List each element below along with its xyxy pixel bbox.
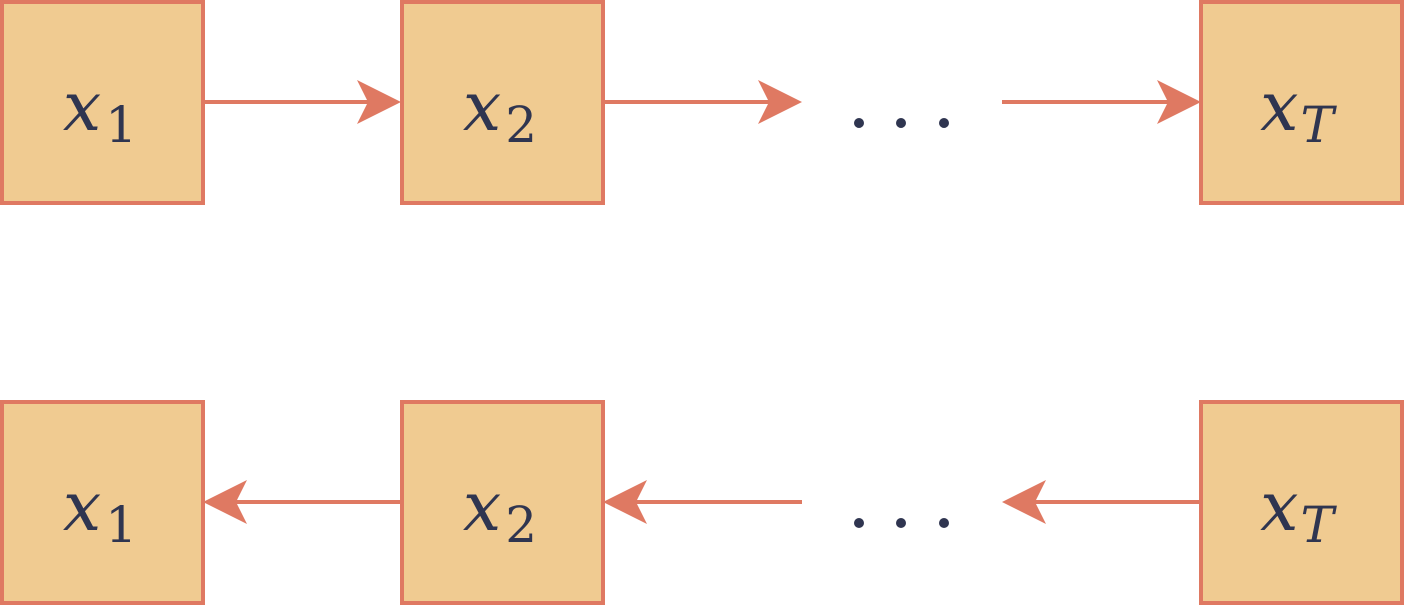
- top-node-x2-sub: 2: [505, 96, 537, 154]
- bottom-node-x1-box: [0, 400, 205, 605]
- bottom-node-x2-sub: 2: [505, 496, 537, 554]
- bottom-node-x1-var: x: [63, 468, 101, 547]
- top-node-x2-var: x: [463, 68, 501, 147]
- bottom-node-x1: x1: [0, 400, 205, 605]
- top-node-x2: x2: [400, 0, 605, 205]
- top-node-xT-var: x: [1260, 68, 1298, 147]
- bottom-arrow-ellipsis-to-2: [603, 480, 802, 524]
- top-node-xT-sub: T: [1301, 96, 1338, 154]
- bottom-arrow-2-to-1: [203, 480, 401, 524]
- bottom-ellipsis-dot-2: [896, 518, 906, 528]
- top-node-xT-label: xT: [1260, 68, 1337, 154]
- bottom-node-x2-label: x2: [463, 468, 537, 554]
- top-node-x2-box: [400, 0, 605, 205]
- top-node-x1-label: x1: [63, 68, 137, 154]
- top-node-x2-label: x2: [463, 68, 537, 154]
- bottom-node-x1-sub: 1: [105, 496, 137, 554]
- bottom-arrow-2-to-1-head: [203, 480, 247, 524]
- top-ellipsis-dot-3: [939, 118, 949, 128]
- bottom-node-x2-var: x: [463, 468, 501, 547]
- top-ellipsis-dot-1: [854, 118, 864, 128]
- top-arrow-1-to-2-head: [357, 80, 401, 124]
- bottom-ellipsis: [854, 518, 949, 528]
- top-arrow-ellipsis-to-T-head: [1157, 80, 1201, 124]
- bottom-arrow-T-to-ellipsis-head: [1002, 480, 1046, 524]
- top-node-x1-var: x: [63, 68, 101, 147]
- top-arrow-2-to-ellipsis-head: [758, 80, 802, 124]
- top-node-x1-box: [0, 0, 205, 205]
- top-ellipsis: [854, 118, 949, 128]
- top-ellipsis-dot-2: [896, 118, 906, 128]
- top-arrow-2-to-ellipsis: [603, 80, 802, 124]
- forward-chain: x1 x2: [0, 0, 1404, 205]
- bottom-arrow-T-to-ellipsis: [1002, 480, 1201, 524]
- bottom-arrow-ellipsis-to-2-head: [603, 480, 647, 524]
- backward-chain: x1 x2: [0, 400, 1404, 605]
- bottom-ellipsis-dot-1: [854, 518, 864, 528]
- top-node-xT: xT: [1199, 0, 1404, 205]
- bottom-node-x2-box: [400, 400, 605, 605]
- top-node-x1: x1: [0, 0, 205, 205]
- bottom-node-xT-var: x: [1260, 468, 1298, 547]
- bottom-node-xT-sub: T: [1301, 496, 1338, 554]
- bottom-node-xT-box: [1199, 400, 1404, 605]
- bottom-node-xT: xT: [1199, 400, 1404, 605]
- top-node-xT-box: [1199, 0, 1404, 205]
- top-arrow-ellipsis-to-T: [1002, 80, 1201, 124]
- bottom-node-x1-label: x1: [63, 468, 137, 554]
- bottom-node-xT-label: xT: [1260, 468, 1337, 554]
- top-node-x1-sub: 1: [105, 96, 137, 154]
- top-arrow-1-to-2: [203, 80, 401, 124]
- bottom-node-x2: x2: [400, 400, 605, 605]
- bottom-ellipsis-dot-3: [939, 518, 949, 528]
